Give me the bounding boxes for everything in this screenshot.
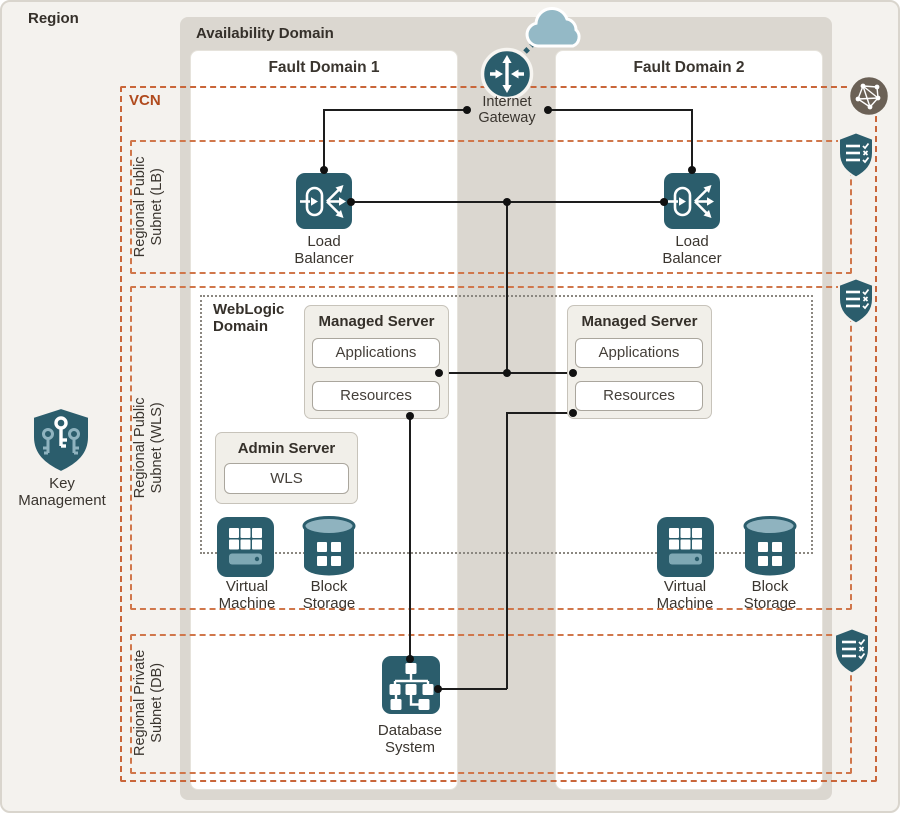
virtual-machine-1-label: Virtual Machine bbox=[218, 578, 276, 612]
connector-dot bbox=[569, 369, 577, 377]
connector-line bbox=[548, 109, 692, 111]
connector-line bbox=[438, 688, 507, 690]
security-list-icon bbox=[838, 131, 874, 179]
connector-line bbox=[506, 412, 508, 689]
database-system-icon bbox=[382, 656, 440, 714]
connector-dot bbox=[688, 166, 696, 174]
admin-server-title: Admin Server bbox=[237, 440, 336, 457]
cloud-icon bbox=[525, 6, 581, 48]
load-balancer-icon bbox=[664, 173, 720, 229]
connector-dot bbox=[434, 685, 442, 693]
weblogic-domain-label: WebLogic Domain bbox=[213, 301, 285, 335]
connector-line bbox=[324, 109, 467, 111]
subnet-wls-boundary bbox=[130, 286, 852, 610]
connector-dot bbox=[503, 369, 511, 377]
vcn-network-icon bbox=[847, 74, 891, 118]
connector-dot bbox=[435, 369, 443, 377]
internet-gateway-label: Internet Gateway bbox=[478, 94, 536, 126]
block-storage-2-label: Block Storage bbox=[743, 578, 797, 612]
load-balancer-2-label: Load Balancer bbox=[662, 233, 722, 267]
connector-dot bbox=[320, 166, 328, 174]
internet-gateway-icon bbox=[480, 47, 534, 101]
fault-domain-1-title: Fault Domain 1 bbox=[268, 59, 380, 76]
managed-server-1-title: Managed Server bbox=[318, 313, 435, 330]
resources-box-1: Resources bbox=[312, 381, 440, 411]
connector-line bbox=[323, 109, 325, 170]
key-management-icon bbox=[32, 406, 90, 474]
connector-dot bbox=[406, 412, 414, 420]
database-system-label: Database System bbox=[377, 722, 443, 756]
managed-server-2-title: Managed Server bbox=[581, 313, 698, 330]
connector-line bbox=[409, 415, 411, 659]
block-storage-icon bbox=[743, 516, 797, 576]
subnet-db-label: Regional Private Subnet (DB) bbox=[132, 649, 165, 757]
key-management-label: Key Management bbox=[18, 475, 106, 509]
virtual-machine-icon bbox=[657, 517, 714, 577]
connector-line bbox=[506, 201, 508, 373]
subnet-wls-label: Regional Public Subnet (WLS) bbox=[132, 397, 165, 499]
applications-box-1: Applications bbox=[312, 338, 440, 368]
block-storage-icon bbox=[302, 516, 356, 576]
subnet-lb-label: Regional Public Subnet (LB) bbox=[132, 156, 165, 258]
security-list-icon bbox=[834, 627, 870, 675]
connector-line bbox=[507, 412, 573, 414]
availability-domain-label: Availability Domain bbox=[196, 25, 334, 42]
vcn-label: VCN bbox=[129, 92, 161, 109]
connector-dot bbox=[544, 106, 552, 114]
connector-dot bbox=[569, 409, 577, 417]
wls-box: WLS bbox=[224, 463, 349, 494]
virtual-machine-2-label: Virtual Machine bbox=[656, 578, 714, 612]
connector-line bbox=[691, 109, 693, 170]
fault-domain-2-title: Fault Domain 2 bbox=[633, 59, 745, 76]
region-label: Region bbox=[28, 10, 79, 27]
load-balancer-1-label: Load Balancer bbox=[294, 233, 354, 267]
connector-dot bbox=[463, 106, 471, 114]
security-list-icon bbox=[838, 277, 874, 325]
connector-dot bbox=[347, 198, 355, 206]
resources-box-2: Resources bbox=[575, 381, 703, 411]
connector-dot bbox=[503, 198, 511, 206]
subnet-db-boundary bbox=[130, 634, 852, 774]
load-balancer-icon bbox=[296, 173, 352, 229]
connector-dot bbox=[660, 198, 668, 206]
connector-dot bbox=[406, 655, 414, 663]
subnet-lb-boundary bbox=[130, 140, 852, 274]
block-storage-1-label: Block Storage bbox=[302, 578, 356, 612]
applications-box-2: Applications bbox=[575, 338, 703, 368]
virtual-machine-icon bbox=[217, 517, 274, 577]
